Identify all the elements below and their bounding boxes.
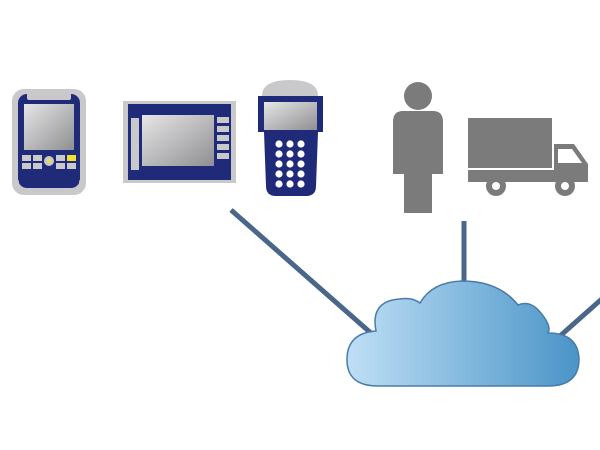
- connector-lines: [229, 208, 600, 338]
- handheld-terminal-icon: [12, 89, 86, 195]
- keypad-button: [286, 160, 294, 168]
- keypad-button: [275, 180, 283, 188]
- keypad-button: [286, 150, 294, 158]
- keypad-button: [275, 150, 283, 158]
- cloud-icon: [346, 280, 580, 387]
- person-icon: [393, 82, 443, 213]
- keypad-button: [275, 140, 283, 148]
- keypad-button: [286, 180, 294, 188]
- keypad-button: [275, 170, 283, 178]
- keypad-button: [297, 170, 305, 178]
- keypad-button: [297, 160, 305, 168]
- keypad-button: [286, 140, 294, 148]
- keypad-button: [275, 160, 283, 168]
- keypad-scanner-icon: [258, 80, 323, 196]
- connector-right-to-cloud: [558, 297, 600, 338]
- connector-terminals-to-cloud: [229, 208, 374, 336]
- keypad-button: [297, 140, 305, 148]
- keypad-button: [286, 170, 294, 178]
- keypad-button: [297, 150, 305, 158]
- keypad-button: [297, 180, 305, 188]
- truck-icon: [468, 118, 588, 196]
- vehicle-mount-terminal-icon: [123, 101, 236, 183]
- keypad-buttons: [275, 140, 305, 188]
